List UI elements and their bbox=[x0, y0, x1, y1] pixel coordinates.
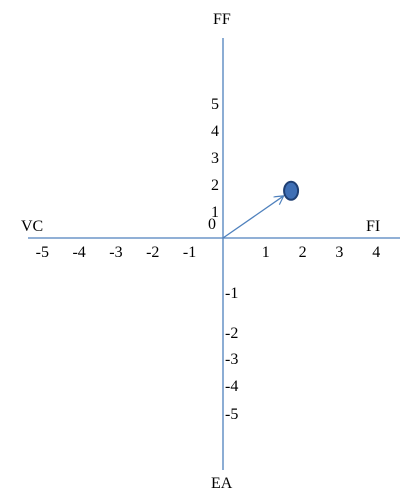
y-tick-labels: 1 2 3 4 5 -1 -2 -3 -4 -5 bbox=[211, 96, 238, 423]
x-tick-label: -2 bbox=[146, 244, 159, 261]
axis-title-bottom: EA bbox=[211, 475, 233, 492]
vector-arrow bbox=[222, 196, 283, 239]
x-tick-label: 2 bbox=[299, 244, 307, 261]
y-tick-label: 2 bbox=[211, 177, 219, 194]
axis-title-left: VC bbox=[21, 218, 43, 235]
y-tick-label: -2 bbox=[225, 325, 238, 342]
data-point bbox=[283, 180, 300, 201]
y-tick-label: -1 bbox=[225, 285, 238, 302]
x-tick-label: -4 bbox=[72, 244, 85, 261]
y-tick-label: 1 bbox=[211, 204, 219, 221]
origin-label: 0 bbox=[208, 216, 216, 233]
y-tick-label: 5 bbox=[211, 96, 219, 113]
axis-title-right: FI bbox=[366, 218, 380, 235]
x-tick-labels: -5-4-3-2-112345 bbox=[36, 244, 381, 261]
x-tick-label: -1 bbox=[183, 244, 196, 261]
y-tick-label: -5 bbox=[225, 406, 238, 423]
x-tick-label: 4 bbox=[372, 244, 380, 261]
x-tick-label: -5 bbox=[36, 244, 49, 261]
axis-title-top: FF bbox=[213, 11, 231, 28]
y-tick-label: -4 bbox=[225, 378, 238, 395]
y-tick-label: 4 bbox=[211, 123, 219, 140]
x-tick-label: 3 bbox=[335, 244, 343, 261]
y-tick-label: 3 bbox=[211, 150, 219, 167]
x-tick-label: -3 bbox=[109, 244, 122, 261]
y-tick-label: -3 bbox=[225, 351, 238, 368]
x-tick-label: 1 bbox=[262, 244, 270, 261]
